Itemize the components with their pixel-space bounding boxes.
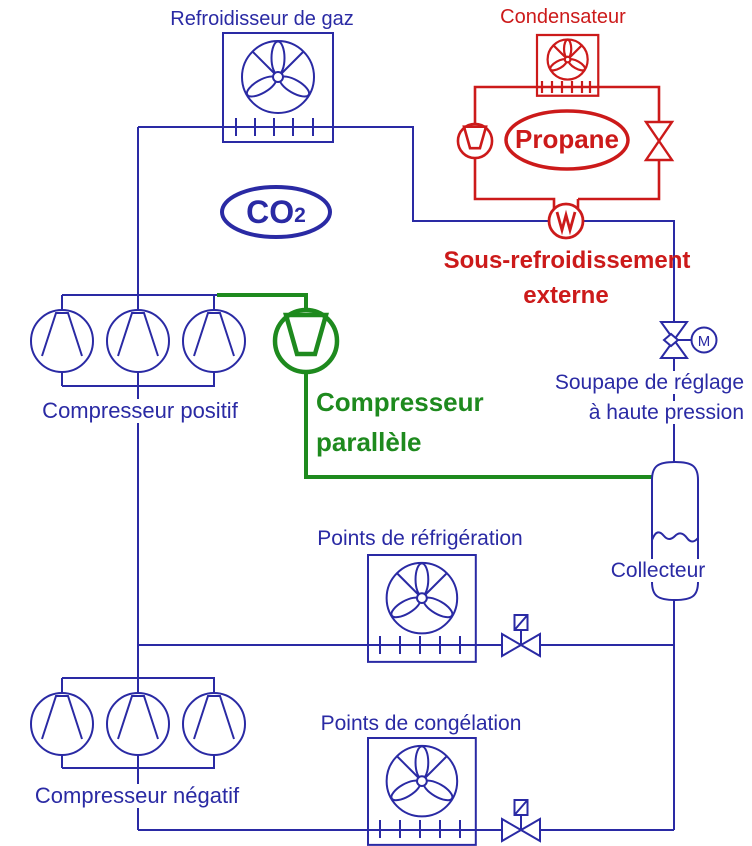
propane-loop-pipe [473,85,661,212]
motor-letter: M [698,333,711,350]
propane-compressor-icon [457,123,493,159]
external-subcooling-label-line2: externe [523,282,609,309]
co2-subscript: 2 [294,204,306,227]
positive-compressor-label: Compresseur positif [38,398,242,424]
propane-cycle-ellipse [504,109,630,171]
negative-compressor-group-icon [30,692,246,756]
gas-cooler-fan-icon [222,32,334,143]
propane-loop-piping [473,85,661,212]
high-pressure-valve-icon [659,321,718,359]
gas-cooler-label: Refroidisseur de gaz [170,8,354,30]
refrigeration-points-label: Points de réfrigération [317,527,523,550]
co2-cycle-ellipse [220,185,332,239]
propane-label: Propane [514,124,620,154]
refrigeration-expansion-valve-icon [501,614,541,658]
propane-expansion-valve-icon [643,120,675,162]
gas-cooler-to-valve-pipe [138,126,675,462]
negative-discharge-manifold [61,677,215,693]
hp-valve-label-line1: Soupape de réglage [550,371,748,395]
positive-discharge-manifold [61,294,217,310]
motor-icon [690,326,718,354]
gas-cooler-coil-ticks [235,118,314,136]
condenser-fan-icon [536,34,599,97]
positive-suction-manifold [61,372,215,387]
external-subcooling-label-line1: Sous-refroidissement [443,247,691,274]
freezing-evaporator-fan-icon [367,737,477,846]
hp-valve-label-line2: à haute pression [584,401,748,425]
condenser-coil-ticks [540,81,592,93]
propane-components [457,109,675,240]
negative-suction-manifold [61,754,215,769]
parallel-compressor-label-line2: parallèle [316,427,422,457]
parallel-compressor-piping [217,293,654,479]
parallel-compressor-label-line1: Compresseur [316,387,484,417]
co2-text: CO [246,193,295,230]
freezing-coil-ticks [379,820,461,838]
refrigeration-evaporator-fan-icon [367,554,477,663]
freezing-expansion-valve-icon [501,799,541,843]
subcooler-heat-exchanger-icon [547,202,585,240]
freezing-points-label: Points de congélation [320,712,522,735]
negative-compressor-label: Compresseur négatif [30,783,244,809]
liquid-level-wave [651,531,699,543]
parallel-discharge-pipe [217,293,308,310]
parallel-suction-pipe [304,372,654,479]
refrigeration-coil-ticks [379,636,461,654]
parallel-compressor-icon [275,310,337,372]
positive-compressor-group-icon [30,309,246,373]
condenser-label: Condensateur [500,6,626,28]
collector-label: Collecteur [606,559,710,583]
